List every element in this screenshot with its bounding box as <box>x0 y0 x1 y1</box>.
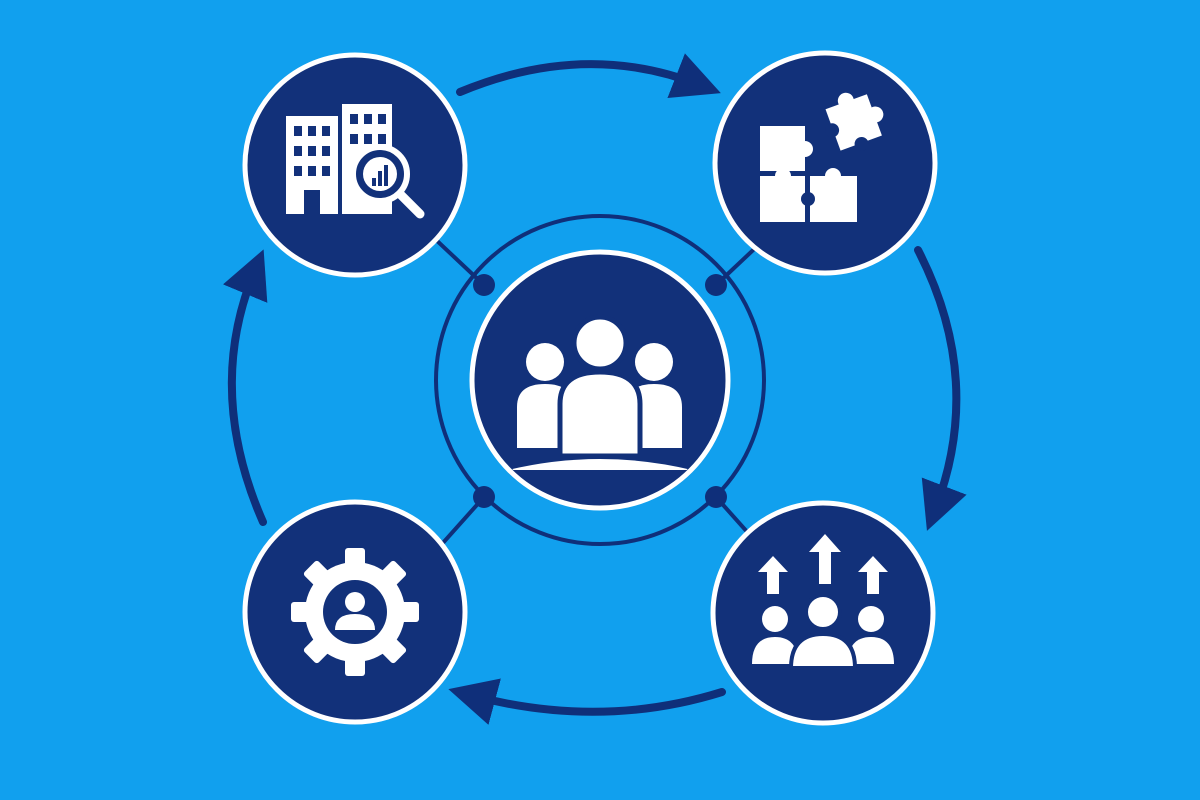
team-group-icon <box>508 314 692 470</box>
floating-puzzle-piece <box>825 92 884 152</box>
arrow-top <box>456 53 721 99</box>
hub-node <box>469 249 731 511</box>
arrow-right <box>914 246 967 531</box>
joint-top-left <box>473 274 495 296</box>
hub-outer-ring <box>434 214 766 546</box>
joint-top-right <box>705 274 727 296</box>
building-search-icon <box>286 104 425 219</box>
gear-person-icon <box>291 548 419 676</box>
node-people-operations <box>242 499 468 725</box>
team-growth-arrows-icon <box>752 534 894 670</box>
puzzle-pieces-icon <box>760 92 884 222</box>
arrow-bottom <box>448 678 726 725</box>
joint-bottom-right <box>705 486 727 508</box>
arrow-left <box>223 249 268 526</box>
cycle-arrows <box>223 53 967 725</box>
node-integration <box>712 50 938 276</box>
joint-bottom-left <box>473 486 495 508</box>
node-team-growth <box>710 500 936 726</box>
hub-joints <box>473 274 727 508</box>
node-company-research <box>242 52 468 278</box>
